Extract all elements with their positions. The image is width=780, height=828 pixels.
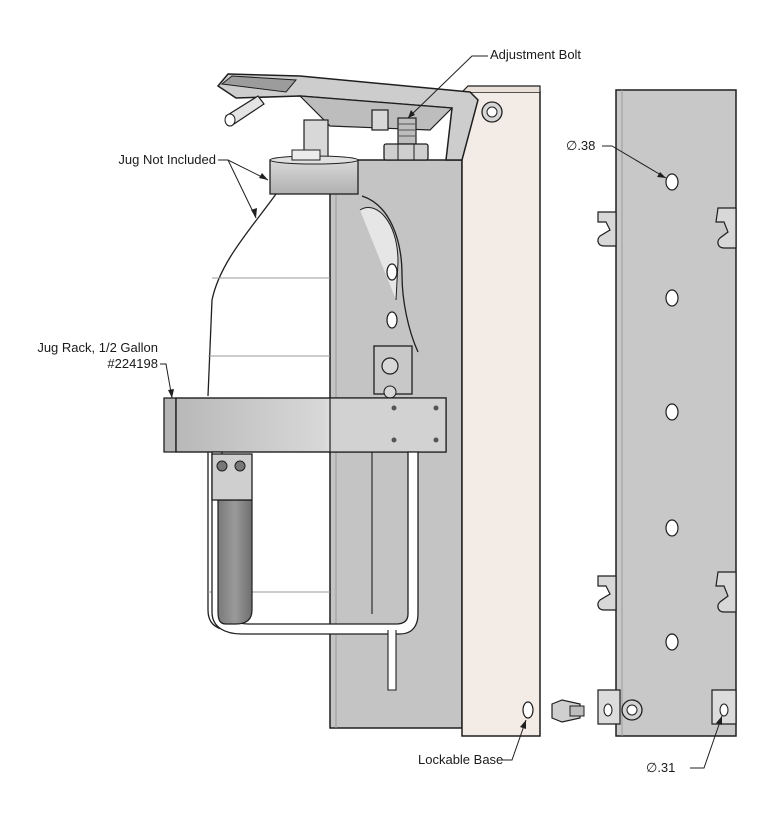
jug-strap — [211, 451, 419, 691]
adjustment-bolt-label: Adjustment Bolt — [490, 47, 582, 62]
base-bolt — [551, 699, 585, 723]
wall-bracket — [597, 89, 737, 737]
back-plate — [461, 85, 541, 737]
jug-not-included-label: Jug Not Included — [118, 152, 216, 167]
jug — [207, 149, 359, 631]
rack-bracket — [373, 345, 413, 399]
adjustment-bolt-part — [383, 117, 429, 161]
leader-arrows — [168, 110, 722, 729]
side-plate-holes — [386, 263, 534, 719]
jug-rack-part-number: #224198 — [107, 356, 158, 371]
leader-lines — [160, 55, 723, 769]
cam-slot — [361, 195, 419, 353]
top-hinge-bolt — [481, 101, 503, 123]
pump-lever — [216, 73, 479, 161]
diameter-38-label: ∅.38 — [566, 138, 596, 153]
lockable-base-label: Lockable Base — [418, 752, 504, 767]
jug-rack-label-line1: Jug Rack, 1/2 Gallon — [37, 340, 158, 355]
diameter-31-label: ∅.31 — [646, 760, 676, 775]
jug-rack-band — [163, 397, 447, 453]
